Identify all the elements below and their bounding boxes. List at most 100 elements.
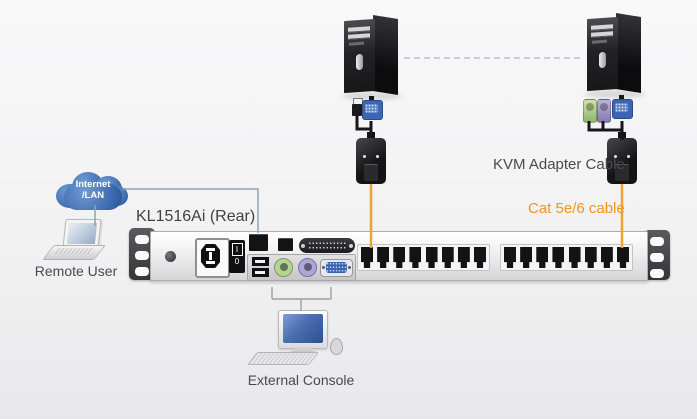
external-console-monitor-icon	[278, 310, 328, 349]
db25-screw	[349, 243, 353, 248]
bracket-hole	[135, 235, 149, 244]
drive-bay	[348, 33, 370, 40]
usb-console-port	[252, 268, 269, 277]
power-on-mark: I	[231, 243, 243, 256]
vga-screw-hole	[348, 266, 351, 269]
usb-connector-icon	[352, 98, 363, 118]
usb-body	[352, 104, 362, 116]
power-switch[interactable]: I 0	[229, 240, 245, 273]
power-off-mark: 0	[234, 257, 240, 266]
vga-cable-stub	[369, 96, 374, 101]
kvm-port-13	[568, 247, 581, 268]
kvm-port-bank-2	[500, 244, 633, 271]
laptop-keys	[54, 248, 96, 254]
dongle-rj45-socket	[364, 164, 378, 181]
kvm-port-16	[616, 247, 629, 268]
vga-console-port	[320, 259, 353, 277]
ps2-keyboard-connector-icon	[583, 99, 597, 123]
power-button	[599, 51, 606, 69]
kvm-port-9	[504, 247, 516, 268]
floppy-slot	[592, 39, 607, 44]
rack-bracket-right	[644, 230, 670, 280]
usb-tongue	[255, 260, 265, 263]
remote-user-label: Remote User	[34, 263, 118, 279]
dongle-rj45-socket	[615, 164, 629, 181]
dongle-led	[614, 155, 617, 158]
cloud-label-line2: /LAN	[81, 190, 105, 201]
vga-cable-stub	[619, 95, 624, 100]
internet-cloud-icon: Internet /LAN	[56, 170, 128, 212]
console-bracket-line	[271, 287, 332, 311]
vga-socket	[326, 262, 347, 273]
kvm-port-15	[600, 247, 613, 268]
ps2-mouse-connector-icon	[597, 99, 611, 123]
kvm-port-10	[520, 247, 533, 268]
server-computer-2	[585, 13, 647, 98]
usb-tongue	[255, 271, 265, 274]
dongle-led	[363, 155, 366, 158]
vga-connector-icon	[612, 95, 633, 120]
cat-cable-label: Cat 5e/6 cable	[528, 200, 625, 217]
bracket-hole	[650, 269, 664, 278]
ps2-ring	[600, 103, 608, 111]
tower-front-panel	[587, 16, 618, 92]
lan-port	[249, 234, 268, 251]
kvm-port-12	[552, 247, 565, 268]
drive-bay	[348, 26, 370, 33]
power-button	[356, 53, 363, 71]
external-console-label: External Console	[247, 372, 355, 388]
kvm-adapter-cable-label: KVM Adapter Cable	[493, 156, 625, 173]
drive-bay	[591, 31, 613, 38]
inlet-slot	[209, 252, 212, 260]
vga-connector-icon	[362, 96, 383, 121]
kvm-port-14	[584, 247, 597, 268]
bracket-hole	[650, 253, 664, 262]
power-inlet	[195, 238, 230, 278]
vga-pin-face	[365, 104, 378, 113]
keyboard-icon	[246, 352, 320, 365]
inlet-slot	[206, 261, 215, 264]
kvm-port-7	[457, 247, 470, 268]
tower-side-panel	[373, 15, 398, 95]
ps2-ring	[586, 103, 594, 111]
ps2-keyboard-port	[274, 258, 293, 277]
server-computer-1	[342, 15, 404, 100]
vga-pin-face	[615, 103, 628, 112]
monitor-screen	[283, 314, 323, 343]
device-label: KL1516Ai (Rear)	[136, 208, 256, 225]
kvm-adapter-dongle-1	[356, 132, 386, 184]
tower-side-panel	[616, 13, 641, 93]
mouse-icon	[330, 338, 343, 355]
cloud-puff	[64, 184, 122, 210]
modem-port	[278, 238, 293, 251]
kvm-port-11	[536, 247, 549, 268]
floppy-slot	[349, 41, 364, 46]
laptop-display	[66, 223, 98, 244]
remote-user-laptop-icon	[42, 219, 106, 263]
dongle-led	[376, 155, 379, 158]
console-port-panel	[247, 254, 356, 281]
kvm-port-5	[425, 247, 438, 268]
ps2-pinhole	[279, 263, 288, 271]
db25-port	[299, 238, 355, 253]
usb-console-port	[252, 257, 269, 266]
kvm-port-3	[393, 247, 406, 268]
bracket-hole	[135, 251, 149, 260]
dongle-led	[627, 155, 630, 158]
laptop-screen	[62, 219, 102, 248]
kvm-port-bank-1	[357, 244, 490, 271]
kvm-port-8	[473, 247, 486, 268]
drive-bay	[591, 24, 613, 31]
ps2-mouse-port	[298, 258, 317, 277]
bracket-hole	[135, 267, 149, 276]
cloud-label-line1: Internet	[75, 179, 111, 190]
kvm-switch-rear-panel: I 0	[150, 231, 648, 281]
kvm-port-4	[409, 247, 422, 268]
grounding-screw	[165, 251, 176, 262]
tower-shadow	[585, 90, 645, 98]
inlet-slot	[206, 248, 215, 251]
db25-pins	[308, 241, 346, 250]
laptop-base	[42, 245, 106, 260]
kvm-port-1	[361, 247, 373, 268]
